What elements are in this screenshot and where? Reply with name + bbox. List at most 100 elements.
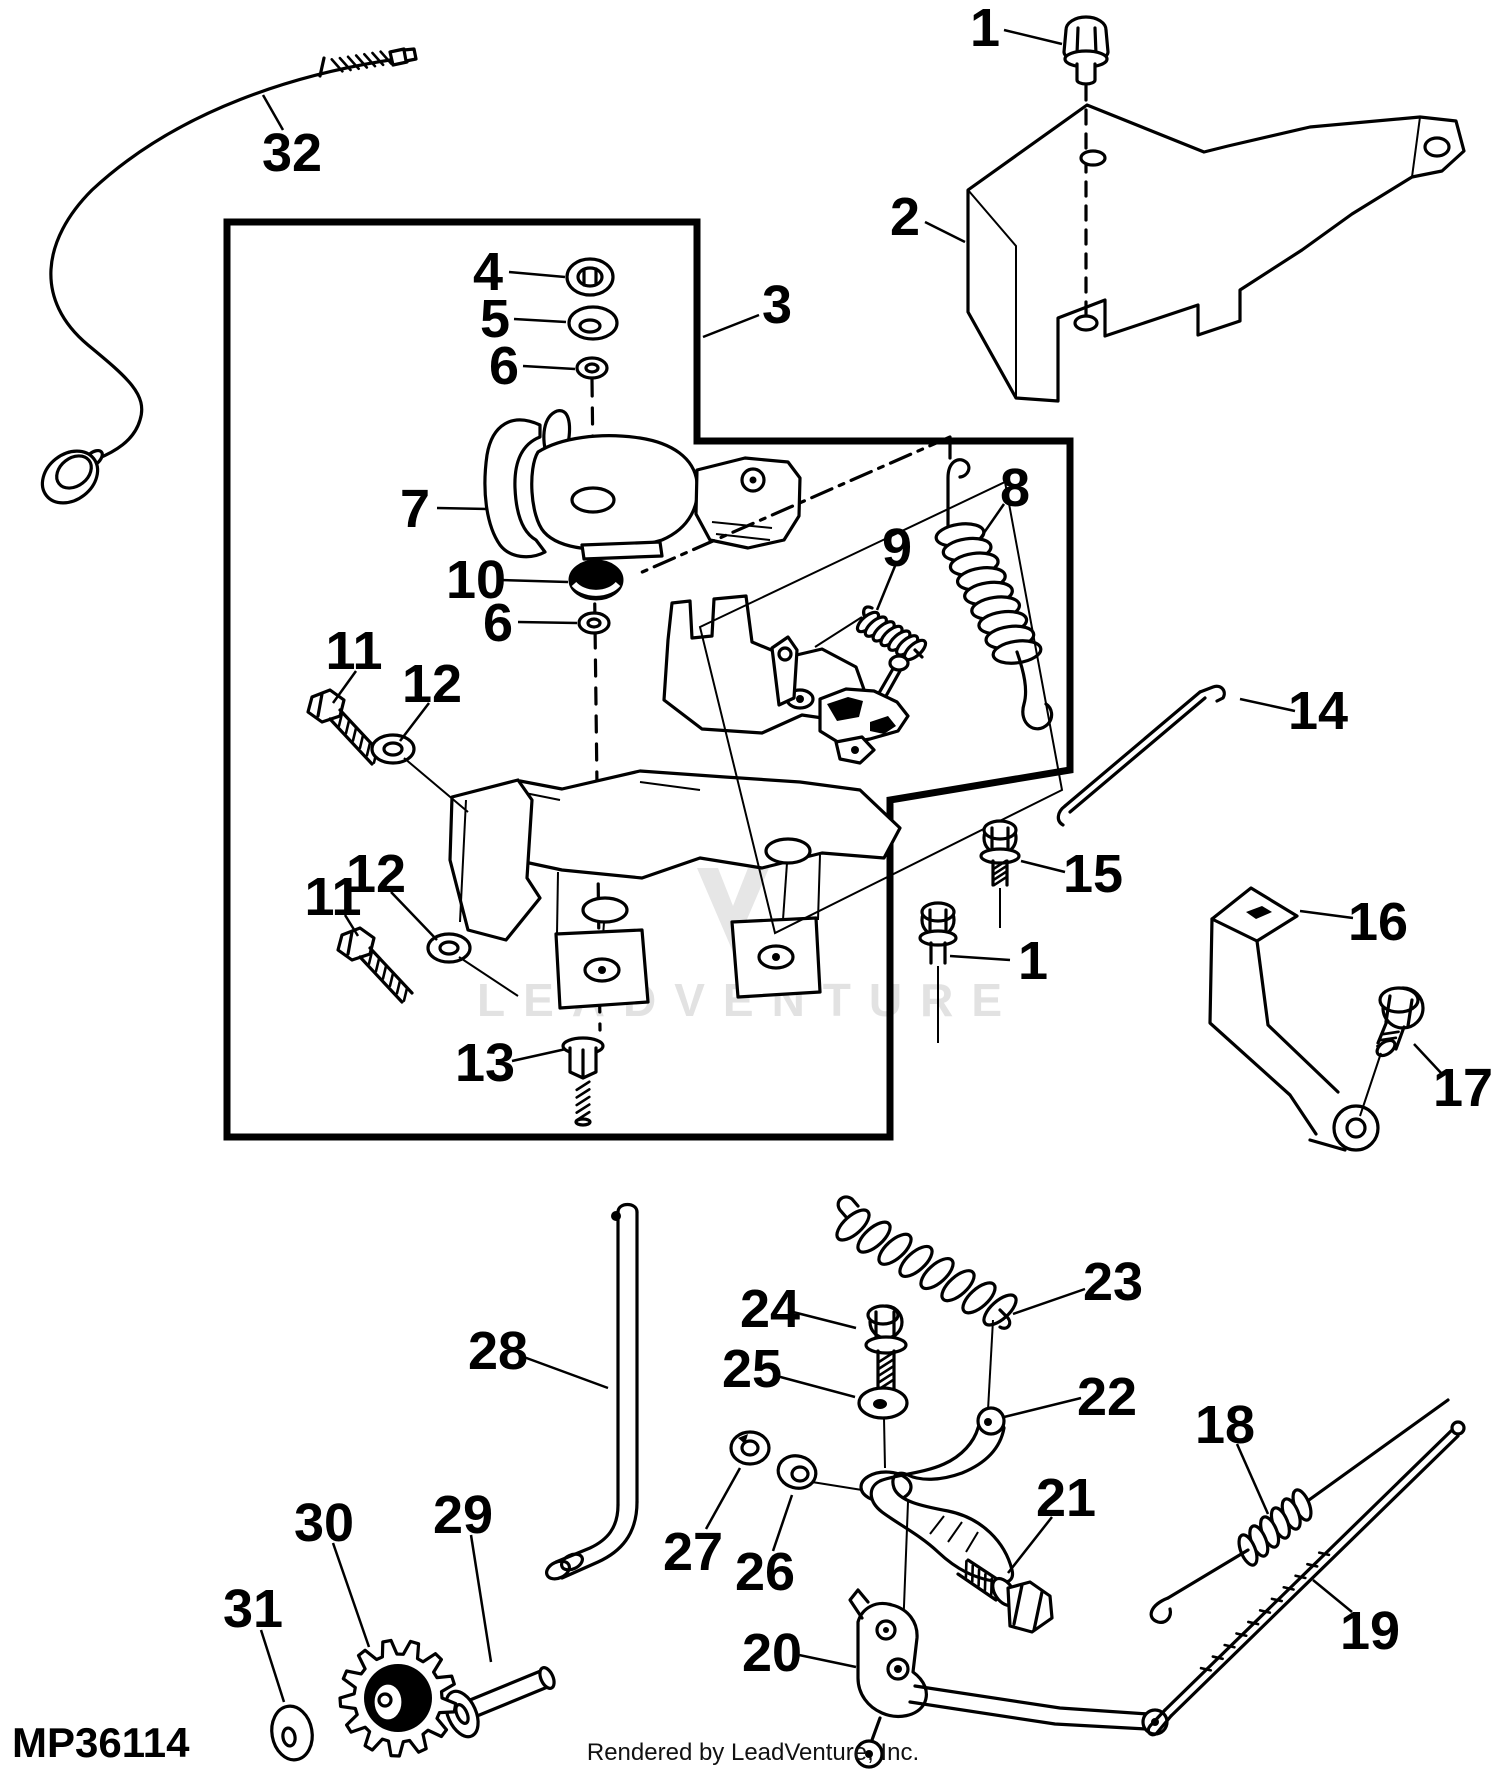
callout-label-16: 16 [1348,892,1408,952]
spring-9 [814,605,928,662]
thread-tick [402,986,409,1002]
nut-12-upper [370,733,469,813]
washer-26 [776,1454,863,1491]
thread-tick [388,972,395,988]
washer-31 [270,1704,314,1762]
watermark-v-icon [697,868,769,952]
leader-line-4 [508,270,566,279]
governor-rod-19 [1146,1420,1466,1737]
thread-tick [575,1080,591,1092]
thread-tick [363,52,377,68]
leader-line-9 [875,565,897,611]
callout-label-28: 28 [468,1321,528,1381]
thread-tick [367,950,374,966]
leader-line-3 [702,313,760,339]
callout-label-12-upper: 12 [402,654,462,714]
leader-line-20 [798,1653,857,1669]
leader-line-30 [331,1542,371,1648]
bolt-13 [561,1036,605,1127]
coil-loop [940,1269,976,1303]
callout-label-26: 26 [735,1542,795,1602]
leader-line-28 [520,1354,609,1390]
callout-label-23: 23 [1083,1252,1143,1312]
thread-tick [337,712,344,728]
thread-tick [877,1351,895,1364]
leader-line-25 [772,1373,856,1399]
leader-line-1-top [1003,28,1063,46]
group-box-3 [223,218,1074,1141]
nut-6-upper [575,356,609,380]
thread-tick [877,1365,895,1377]
nut-27 [729,1430,771,1466]
support-bracket-16 [1208,886,1380,1152]
spring-18 [1149,1398,1450,1624]
callout-label-9: 9 [882,518,912,578]
callout-label-22: 22 [1077,1367,1137,1427]
leader-line-10 [499,578,569,584]
thread-tick [1381,1030,1400,1036]
callout-label-31: 31 [223,1579,283,1639]
callout-label-11-upper: 11 [325,621,382,681]
leader-line-18 [1235,1443,1270,1515]
bolt-15 [979,819,1021,928]
leader-line-14 [1239,697,1296,713]
thread-tick [354,54,369,69]
gear-30 [338,1638,458,1758]
coil-loop [856,1220,892,1254]
leader-line-12-lower [390,891,438,941]
callout-label-20: 20 [742,1623,802,1683]
washer-25 [857,1386,909,1469]
callout-label-7: 7 [400,479,430,539]
callout-label-2: 2 [890,187,920,247]
leader-line-22 [1003,1396,1082,1419]
thread-tick [1294,1574,1307,1580]
thread-tick [575,1095,591,1107]
bolt-11-upper [306,688,384,766]
leader-line-26 [771,1494,794,1552]
callout-label-18: 18 [1195,1395,1255,1455]
coil-loop [877,1232,913,1266]
bolt-21 [956,1558,1054,1634]
engine-cover-2 [966,84,1466,403]
cover-screw-1-top [1062,15,1110,86]
callout-label-29: 29 [433,1485,493,1545]
callout-label-5: 5 [480,289,510,349]
leader-line-24 [792,1310,857,1330]
callout-label-8: 8 [1000,458,1030,518]
spring-23 [835,1195,1018,1411]
coil-loop [898,1244,934,1278]
leader-line-1-lower [949,954,1011,962]
callout-label-27: 27 [663,1522,723,1582]
leader-line-17 [1413,1043,1443,1075]
side-flange-bracket [448,778,542,942]
callout-label-3: 3 [762,275,792,335]
callout-label-32: 32 [262,123,322,183]
thread-tick [992,876,1008,887]
callout-label-25: 25 [722,1339,782,1399]
thread-tick [1247,1620,1260,1626]
leader-line-15 [1020,859,1066,874]
nut-12-lower [426,932,519,997]
thread-tick [992,865,1008,876]
thread-tick [338,56,352,72]
thread-tick [1223,1643,1236,1649]
leader-line-5 [513,317,567,324]
leader-line-19 [1312,1579,1353,1613]
thread-tick [1258,1609,1272,1614]
coil-loop [919,1257,955,1291]
bolt-17 [1359,986,1425,1117]
thread-tick [1282,1585,1295,1591]
leader-line-6-lower [517,620,578,625]
thread-tick [1235,1632,1248,1638]
thread-tick [365,741,372,757]
leader-line-21 [1007,1516,1053,1574]
bushing-10 [568,559,624,601]
callout-label-4: 4 [473,242,503,302]
governor-arm [770,635,910,765]
mounting-base-plate [476,769,902,1010]
washer-5 [567,305,619,341]
thread-tick [351,726,358,742]
thread-tick [1270,1597,1283,1603]
